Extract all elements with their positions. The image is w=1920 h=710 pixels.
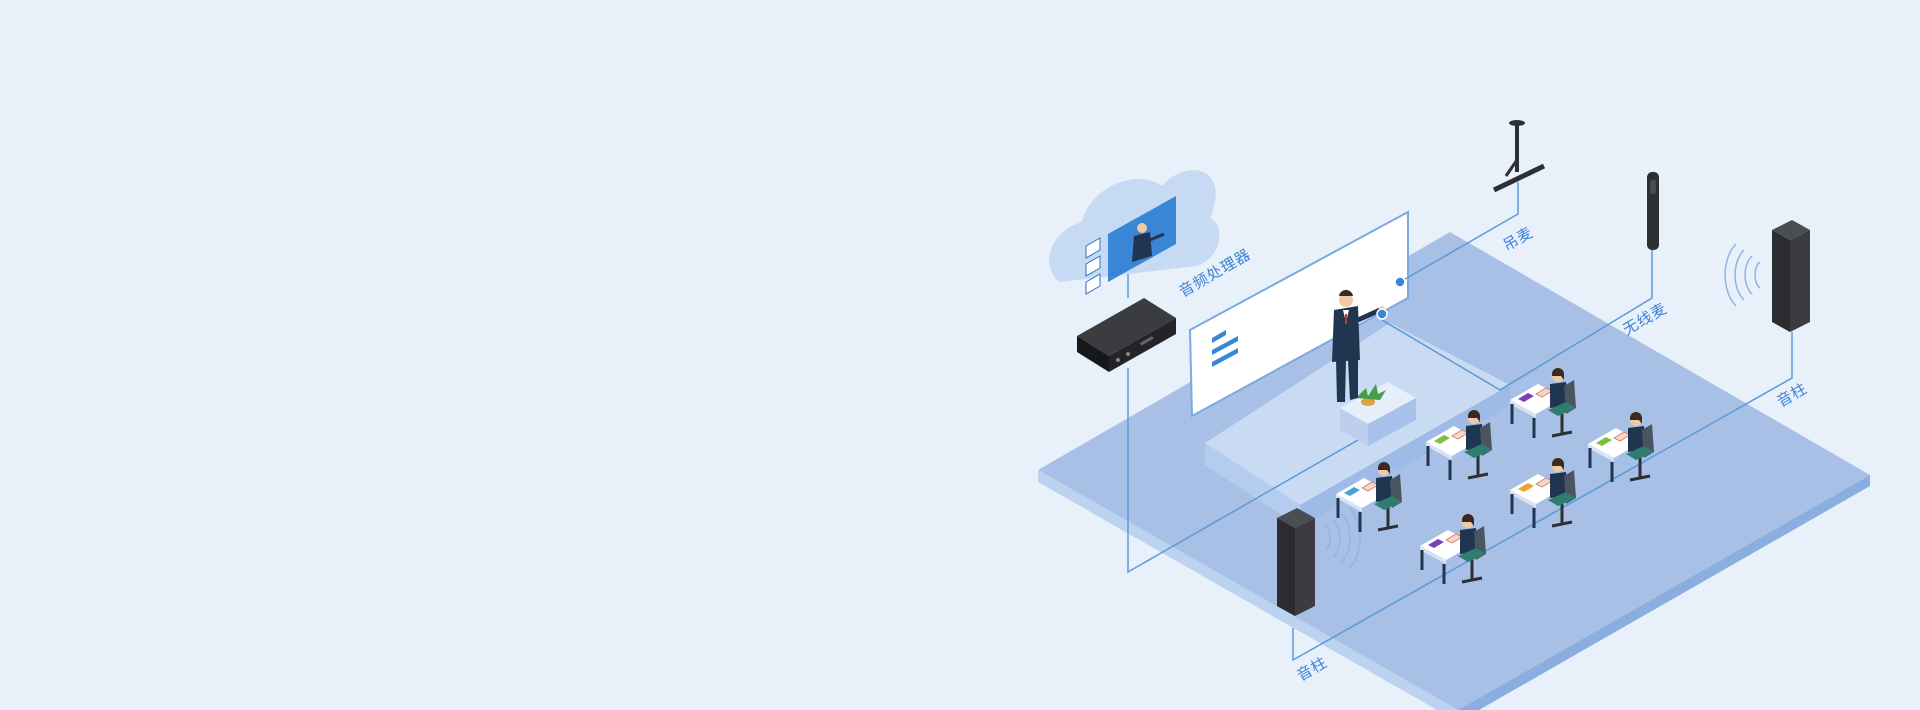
cloud-icon (1049, 170, 1220, 295)
audio-processor-device (1077, 298, 1176, 372)
podium (1340, 382, 1416, 446)
whiteboard-content-icon (1212, 330, 1238, 367)
ceiling-microphone (1492, 120, 1546, 193)
wireless-microphone (1647, 172, 1659, 250)
sound-wave-icon (1324, 506, 1361, 570)
student-desk (1588, 412, 1654, 482)
whiteboard-touch-point (1376, 308, 1388, 320)
speaker-column-left (1277, 506, 1361, 616)
student-desk (1420, 514, 1486, 584)
plant-icon (1356, 384, 1386, 406)
video-thumbnail-icons (1085, 237, 1101, 295)
student-desks (1336, 368, 1654, 584)
presenter-on-screen-icon (1132, 223, 1165, 262)
teacher-figure (1332, 289, 1385, 402)
student-desk (1426, 410, 1492, 480)
student-desk (1336, 462, 1402, 532)
student-desk (1510, 368, 1576, 438)
whiteboard (1188, 210, 1409, 418)
student-desk (1510, 458, 1576, 528)
mic-pickup-point (1394, 276, 1406, 288)
speaker-column-right (1724, 220, 1810, 332)
classroom-floor (1038, 232, 1870, 710)
sound-wave-icon (1724, 243, 1761, 307)
connector-lines (1127, 182, 1793, 662)
